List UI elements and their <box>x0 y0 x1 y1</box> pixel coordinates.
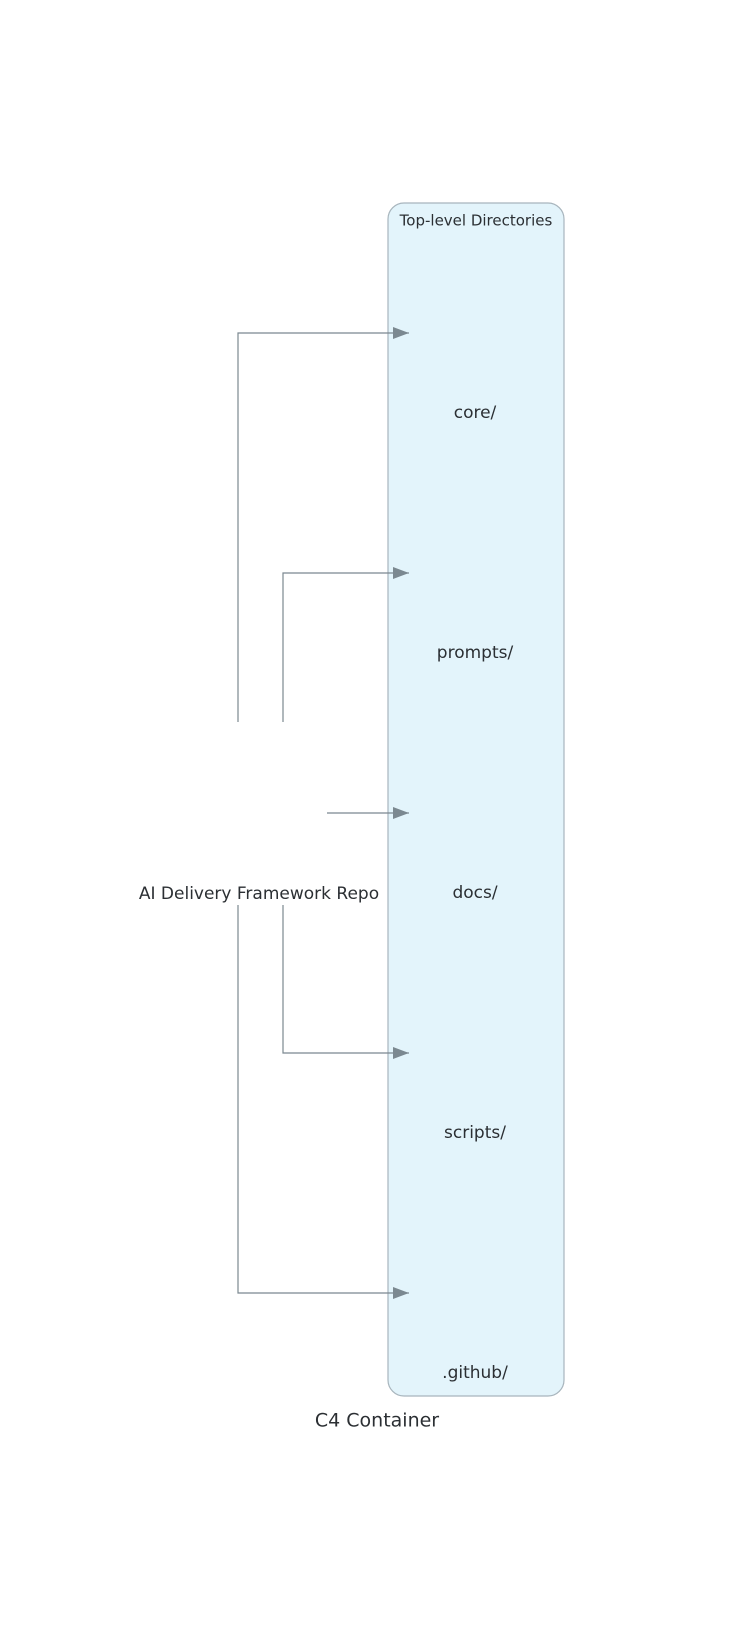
connector-to-prompts <box>282 567 409 722</box>
directory-core: core/ <box>454 403 497 423</box>
boundary-box <box>387 202 565 1397</box>
directory-prompts: prompts/ <box>437 643 514 663</box>
directory-nodes: core/ prompts/ docs/ scripts/ .github/ <box>437 403 514 1383</box>
source-node-label: AI Delivery Framework Repo <box>139 884 379 904</box>
connectors <box>237 327 409 1299</box>
directory-scripts: scripts/ <box>444 1123 506 1143</box>
directory-docs: docs/ <box>452 883 497 903</box>
directory-github: .github/ <box>442 1363 508 1383</box>
boundary-top-level-directories: Top-level Directories <box>387 202 565 1397</box>
connector-to-scripts <box>282 905 409 1059</box>
boundary-label: Top-level Directories <box>399 212 553 230</box>
connector-to-github <box>237 905 409 1299</box>
diagram-caption: C4 Container <box>315 1410 439 1432</box>
connector-to-core <box>237 327 409 722</box>
